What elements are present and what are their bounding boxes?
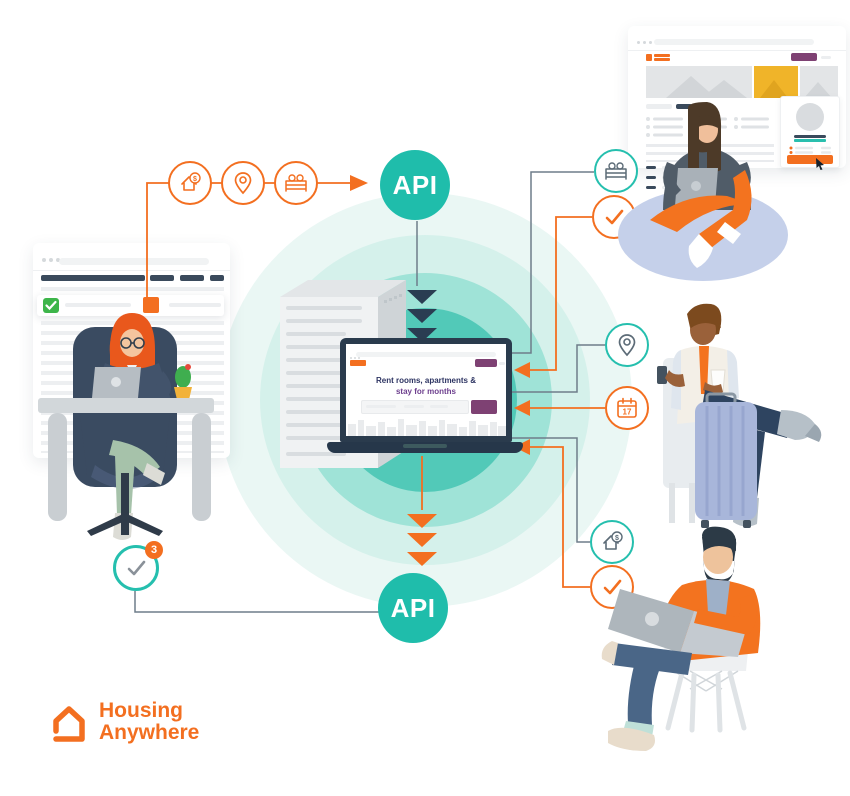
site-signup-button[interactable] xyxy=(475,359,497,367)
site-search-button[interactable] xyxy=(471,400,497,414)
site-headline-line2: stay for months xyxy=(395,387,456,396)
house-price-teal-icon: $ xyxy=(590,520,634,564)
selected-listing-row[interactable] xyxy=(37,295,224,316)
svg-text:$: $ xyxy=(193,176,197,183)
avatar xyxy=(796,103,824,131)
suitcase xyxy=(695,402,757,520)
browser-window-dots xyxy=(42,249,63,267)
bedroom-icon xyxy=(274,161,318,205)
address-bar[interactable] xyxy=(59,258,209,265)
table-header-1 xyxy=(41,275,145,281)
tenant-crosslegged-person xyxy=(618,102,788,281)
svg-text:$: $ xyxy=(615,535,619,542)
verified-sync-icon: 3 xyxy=(113,541,163,591)
advertiser-man-on-chair xyxy=(601,526,761,751)
svg-text:17: 17 xyxy=(623,408,632,417)
sync-marker-square xyxy=(143,297,159,313)
listing-signup-button[interactable] xyxy=(791,53,817,61)
table-header-4 xyxy=(210,275,224,281)
api-node-bottom: API xyxy=(378,573,448,643)
housinganywhere-logo: Housing Anywhere xyxy=(52,700,199,744)
site-logo xyxy=(350,360,366,366)
site-headline-line1: Rent rooms, apartments & xyxy=(375,376,477,385)
booking-sidebar xyxy=(780,96,840,170)
agent-woman-at-desk xyxy=(38,313,214,540)
listing-rows-top xyxy=(41,287,224,295)
site-address-bar xyxy=(356,352,496,357)
green-check-icon xyxy=(43,298,59,313)
laptop-screen: Rent rooms, apartments & stay for months xyxy=(346,344,506,436)
traveler-with-suitcase xyxy=(657,303,822,528)
house-logo-icon xyxy=(53,706,85,742)
brand-line1: Housing xyxy=(99,699,183,722)
listing-browser-window xyxy=(628,26,846,189)
table-header-3 xyxy=(180,275,204,281)
house-price-icon: $ xyxy=(168,161,212,205)
city-skyline xyxy=(348,419,506,436)
laptop-base xyxy=(327,442,523,453)
site-search-bar[interactable] xyxy=(361,400,469,414)
table-header-2 xyxy=(150,275,174,281)
cursor-icon xyxy=(816,158,824,170)
cactus-plant xyxy=(175,366,191,388)
browser-divider xyxy=(33,270,230,271)
desk xyxy=(38,398,214,413)
address-bar[interactable] xyxy=(654,39,814,45)
browser-window-dots xyxy=(637,31,655,49)
calendar-icon: 17 xyxy=(605,386,649,430)
ha-logo-small xyxy=(646,54,652,61)
book-now-button[interactable] xyxy=(787,155,833,164)
sync-count-badge: 3 xyxy=(145,541,163,559)
bedroom-teal-icon xyxy=(594,149,638,193)
listing-photo-main[interactable] xyxy=(646,66,752,98)
brand-line2: Anywhere xyxy=(99,720,200,744)
location-pin-teal-icon xyxy=(605,323,649,367)
listing-photo-highlight[interactable] xyxy=(754,66,798,98)
center-laptop: Rent rooms, apartments & stay for months xyxy=(325,338,525,460)
listing-photo-side[interactable] xyxy=(800,66,838,98)
api-node-top: API xyxy=(380,150,450,220)
location-pin-icon xyxy=(221,161,265,205)
